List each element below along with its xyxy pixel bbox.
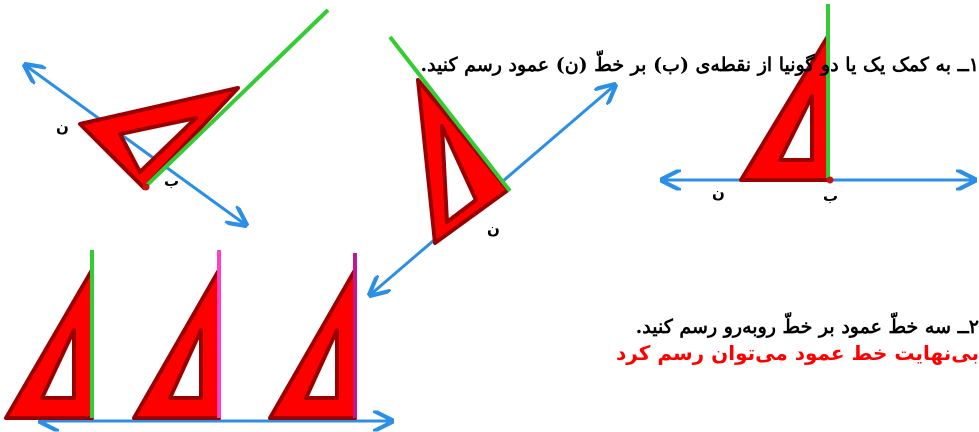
set-square-bottom-2 <box>132 268 221 420</box>
set-square-left <box>78 86 240 190</box>
figure-middle-diagonal <box>370 35 615 295</box>
perpendicular-line-left <box>143 8 330 189</box>
figure-right-horizontal <box>662 4 975 184</box>
label-n-right: ن <box>712 184 725 202</box>
question-2-text: ۲ــ سه خطّ عمود بر خطّ روبه‌رو رسم کنید. <box>635 316 979 338</box>
figure-left-diagonal <box>25 8 330 225</box>
label-n-middle: ن <box>487 220 500 238</box>
point-b-left <box>142 183 150 191</box>
diagonal-line-left <box>25 65 246 225</box>
point-b-right <box>826 176 834 184</box>
question-1-text: ۱ــ به کمک یک یا دو گونیا از نقطه‌ی (ب) … <box>420 54 979 76</box>
perpendicular-line-middle <box>388 35 512 193</box>
set-square-bottom-3 <box>268 268 357 420</box>
label-b-left: ب <box>164 172 180 190</box>
label-n-left: ن <box>56 118 69 136</box>
label-b-right: ب <box>823 187 839 205</box>
answer-text: بی‌نهایت خط عمود می‌توان رسم کرد <box>616 341 979 365</box>
figure-bottom-three <box>4 250 392 421</box>
set-square-middle <box>416 78 510 245</box>
set-square-bottom-1 <box>4 268 94 420</box>
